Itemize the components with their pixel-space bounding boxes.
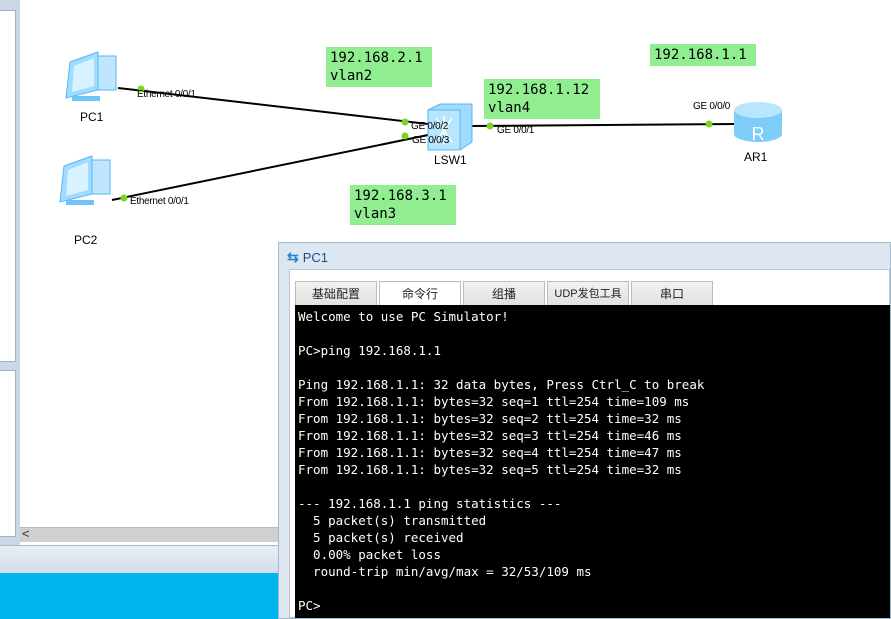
left-panel xyxy=(0,0,20,548)
pc-icon xyxy=(59,155,111,205)
terminal-line: From 192.168.1.1: bytes=32 seq=3 ttl=254… xyxy=(298,428,682,443)
terminal-line: 5 packet(s) received xyxy=(298,530,464,545)
terminal-line: From 192.168.1.1: bytes=32 seq=1 ttl=254… xyxy=(298,394,690,409)
link-pc2-lsw1 xyxy=(111,134,429,201)
terminal-line xyxy=(298,478,887,495)
tab-bar: 基础配置 命令行 组播 UDP发包工具 串口 xyxy=(295,281,713,306)
port-dot xyxy=(705,120,713,128)
terminal-line: From 192.168.1.1: bytes=32 seq=5 ttl=254… xyxy=(298,462,682,477)
tab-command-line[interactable]: 命令行 xyxy=(379,281,461,306)
scroll-left-button[interactable]: < xyxy=(22,526,30,541)
svg-text:R: R xyxy=(752,124,765,144)
port-dot xyxy=(120,194,128,202)
device-label-pc1[interactable]: PC1 xyxy=(80,110,104,124)
tab-basic-config[interactable]: 基础配置 xyxy=(295,281,377,306)
terminal-line: 5 packet(s) transmitted xyxy=(298,513,487,528)
terminal-line: From 192.168.1.1: bytes=32 seq=2 ttl=254… xyxy=(298,411,682,426)
annotation-box[interactable]: 192.168.1.1 xyxy=(650,44,756,66)
network-icon: ⇆ xyxy=(287,249,299,265)
bottom-panel xyxy=(0,573,280,619)
device-label-pc2[interactable]: PC2 xyxy=(74,233,98,247)
router-icon: R xyxy=(734,102,782,144)
tab-multicast[interactable]: 组播 xyxy=(463,281,545,306)
port-label: GE 0/0/1 xyxy=(497,125,535,136)
port-dot xyxy=(486,122,494,130)
tab-udp-tool[interactable]: UDP发包工具 xyxy=(547,281,629,306)
port-dot xyxy=(401,132,409,140)
terminal-line: PC> xyxy=(298,598,321,613)
switch-icon xyxy=(427,103,473,151)
port-label: GE 0/0/0 xyxy=(693,101,731,112)
port-label: Ethernet 0/0/1 xyxy=(130,196,189,207)
link-lsw1-ar1 xyxy=(469,123,736,127)
window-title[interactable]: ⇆ PC1 xyxy=(287,249,329,265)
terminal-line: 0.00% packet loss xyxy=(298,547,441,562)
link-pc1-lsw1 xyxy=(117,87,429,125)
pc1-window[interactable]: ⇆ PC1 基础配置 命令行 组播 UDP发包工具 串口 Welcome to … xyxy=(278,242,891,619)
port-dot xyxy=(401,118,409,126)
terminal-line: Ping 192.168.1.1: 32 data bytes, Press C… xyxy=(298,377,705,392)
terminal-line: From 192.168.1.1: bytes=32 seq=4 ttl=254… xyxy=(298,445,682,460)
port-label: GE 0/0/2 xyxy=(411,121,449,132)
terminal-line xyxy=(298,580,887,597)
terminal-line xyxy=(298,325,887,342)
device-label-lsw1[interactable]: LSW1 xyxy=(434,153,467,167)
pc-icon xyxy=(65,51,117,101)
terminal-line: Welcome to use PC Simulator! xyxy=(298,309,509,324)
port-label: Ethernet 0/0/1 xyxy=(137,89,196,100)
port-label: GE 0/0/3 xyxy=(412,135,450,146)
device-label-ar1[interactable]: AR1 xyxy=(744,150,768,164)
terminal-line xyxy=(298,359,887,376)
status-bar xyxy=(0,545,280,574)
port-dot xyxy=(137,85,145,93)
horizontal-scrollbar[interactable]: < xyxy=(20,526,280,542)
terminal[interactable]: Welcome to use PC Simulator! PC>ping 192.… xyxy=(295,305,890,618)
terminal-line: PC>ping 192.168.1.1 xyxy=(298,343,441,358)
tab-serial[interactable]: 串口 xyxy=(631,281,713,306)
terminal-line: round-trip min/avg/max = 32/53/109 ms xyxy=(298,564,592,579)
terminal-line: --- 192.168.1.1 ping statistics --- xyxy=(298,496,562,511)
